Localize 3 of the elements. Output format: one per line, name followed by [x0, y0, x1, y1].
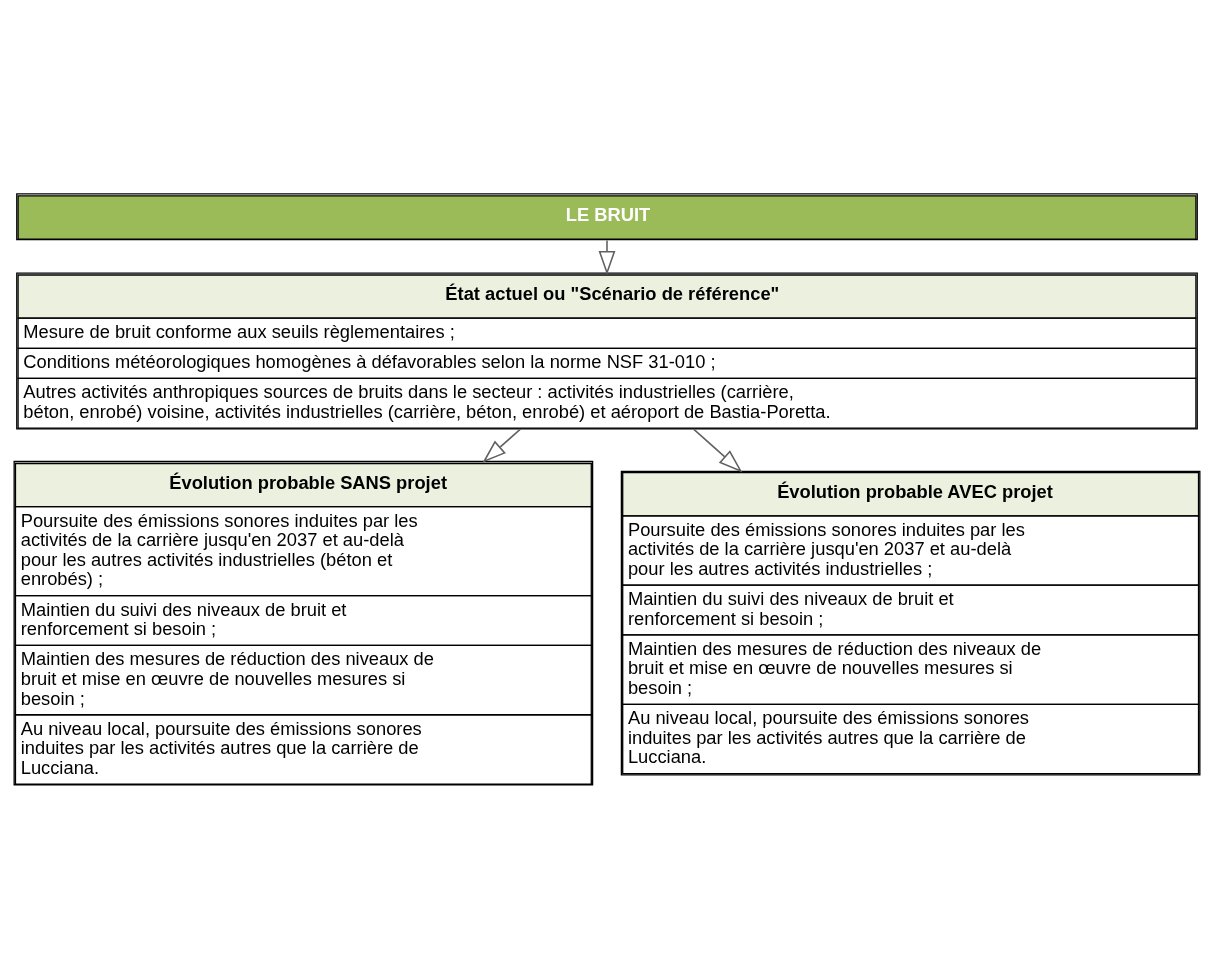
arrow — [482, 428, 522, 463]
arrow — [598, 239, 616, 276]
arrow — [692, 428, 743, 473]
